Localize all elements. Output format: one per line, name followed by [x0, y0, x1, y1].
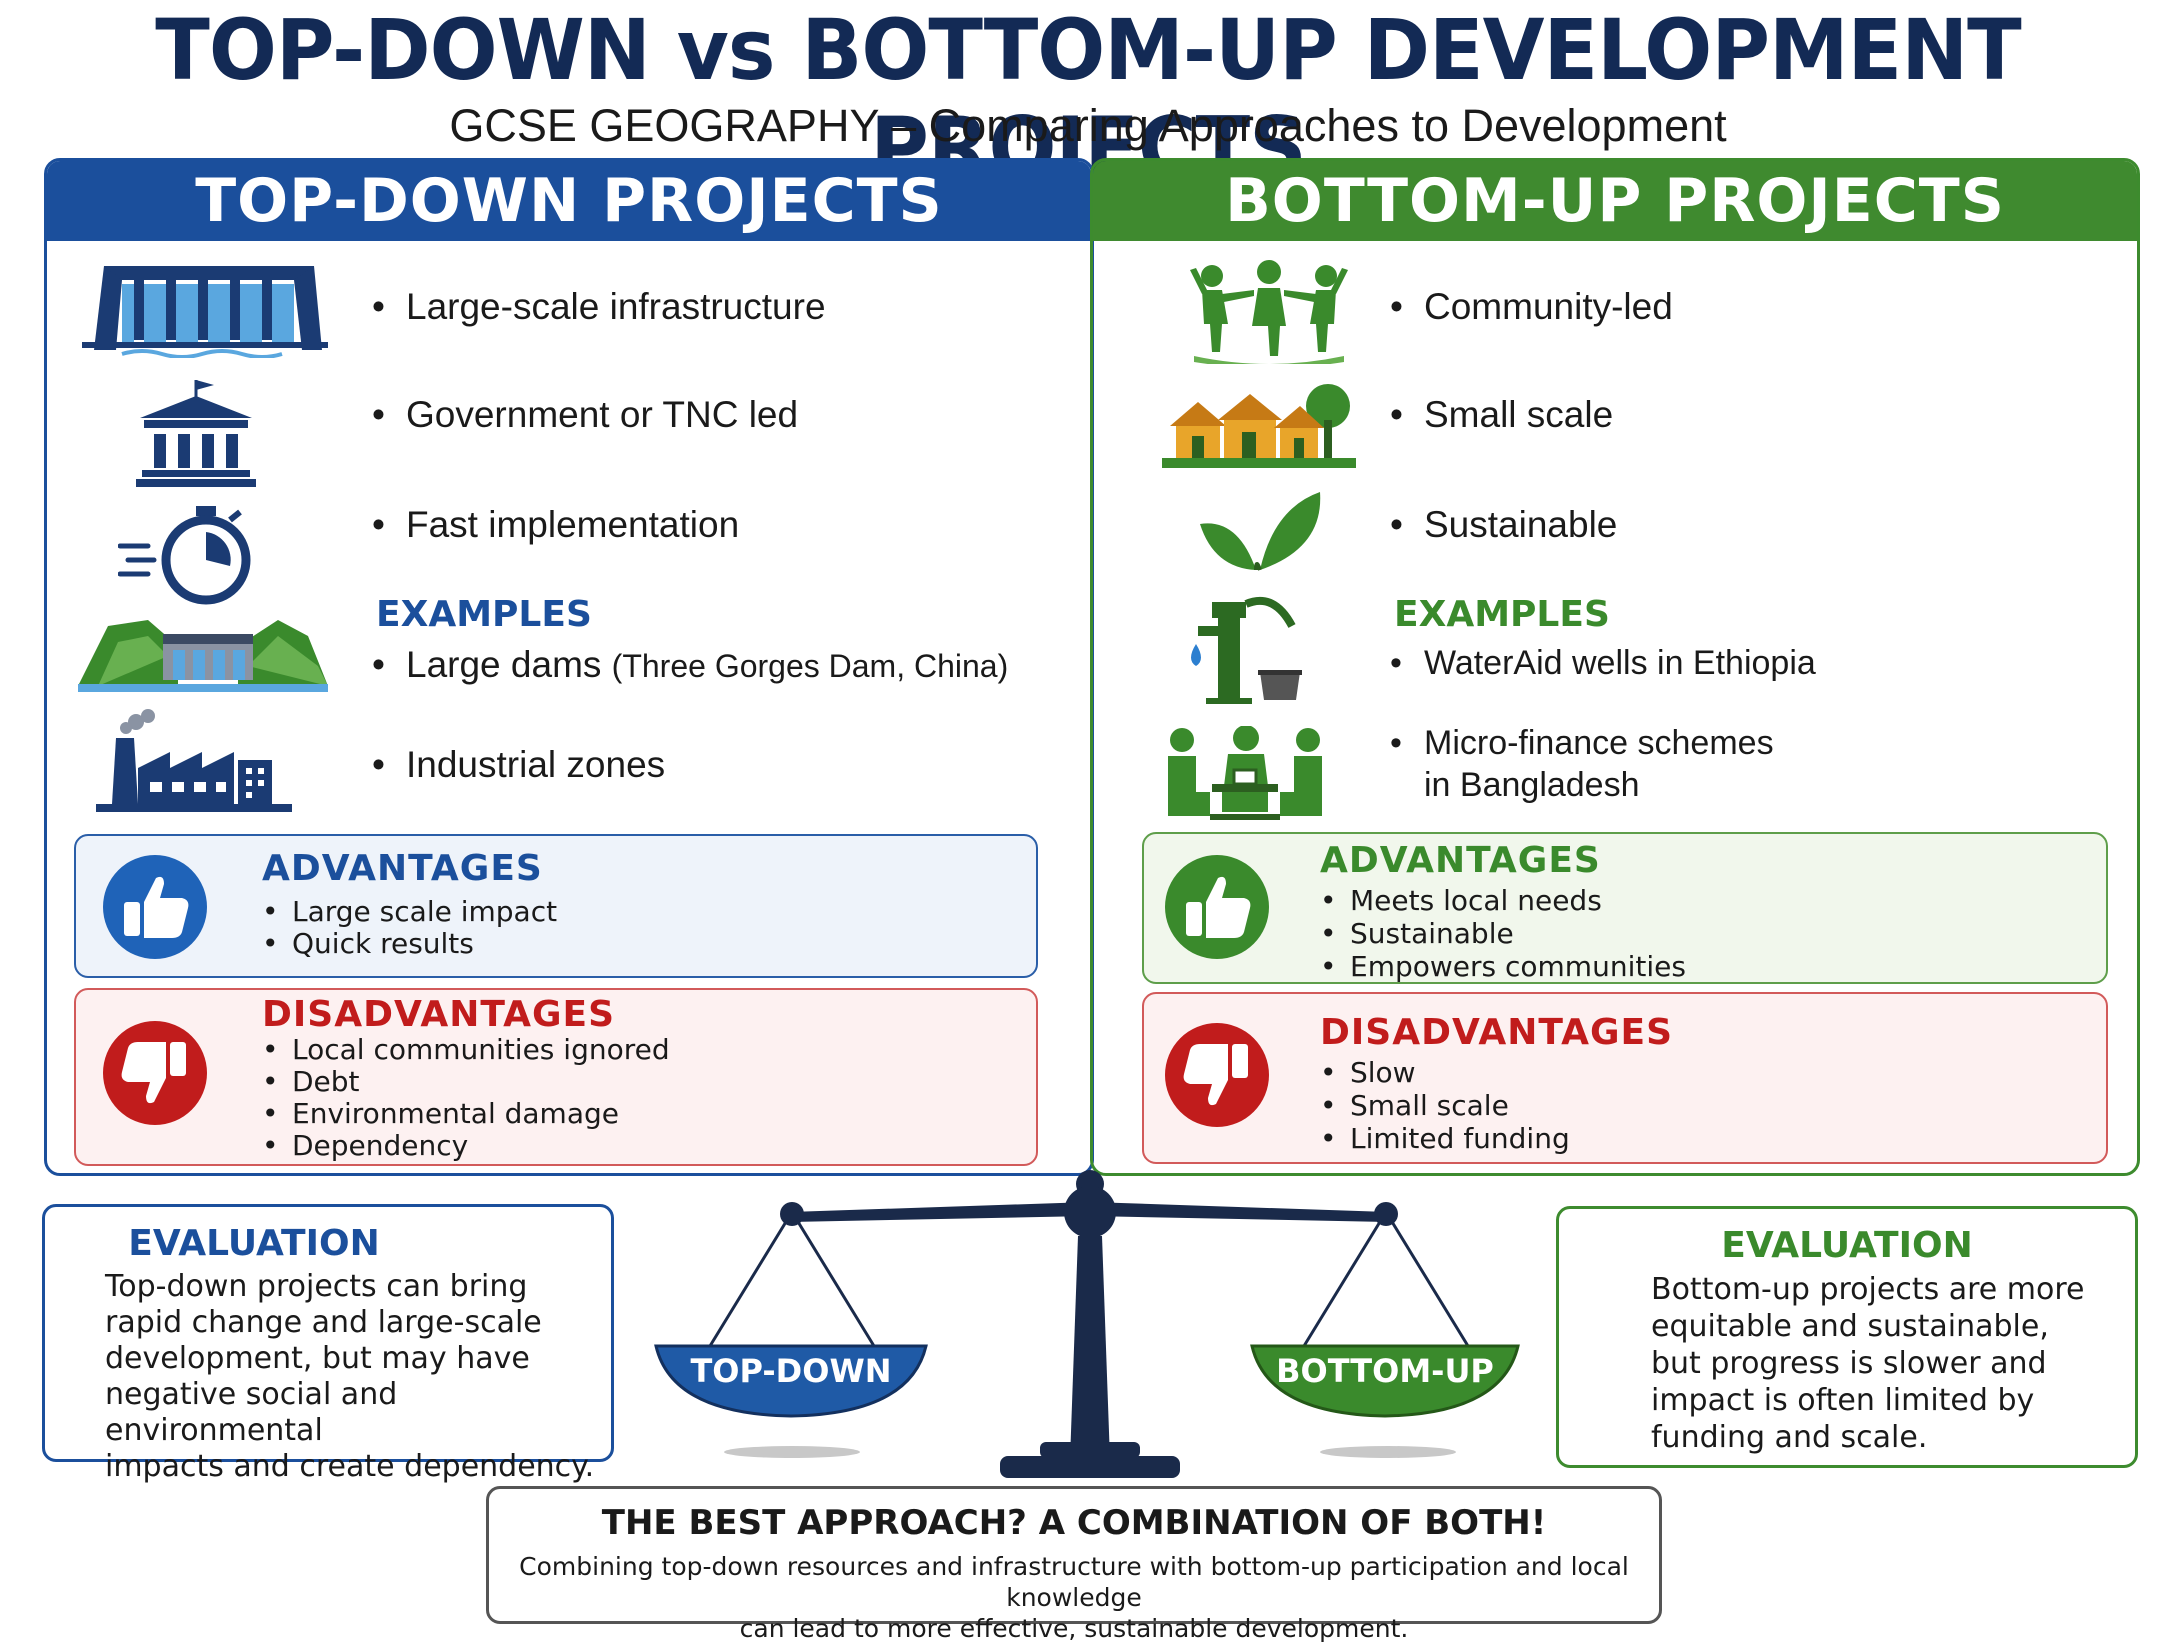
dam-landscape-icon	[78, 620, 328, 692]
top-down-heading: TOP-DOWN PROJECTS	[47, 161, 1091, 241]
top-down-advantages-title: ADVANTAGES	[262, 848, 543, 889]
top-down-feature-2: Government or TNC led	[372, 394, 798, 436]
list-item: Large scale impact	[262, 896, 557, 928]
bottom-up-evaluation-text: Bottom-up projects are more equitable an…	[1651, 1272, 2085, 1455]
leaf-sprout-icon	[1200, 492, 1321, 571]
top-down-disadvantages-list: Local communities ignored Debt Environme…	[262, 1034, 670, 1162]
bottom-up-example-2: Micro-finance schemes	[1390, 724, 1774, 763]
top-down-advantages-list: Large scale impact Quick results	[262, 896, 557, 960]
list-item: Slow	[1320, 1056, 1570, 1089]
bottom-up-feature-3: Sustainable	[1390, 504, 1617, 546]
list-item: Sustainable	[1320, 917, 1686, 950]
stopwatch-icon	[118, 506, 251, 605]
bottom-up-examples-title: EXAMPLES	[1394, 594, 1610, 635]
top-down-panel: TOP-DOWN PROJECTS	[44, 158, 1094, 1176]
bottom-up-example-1: WaterAid wells in Ethiopia	[1390, 644, 1816, 683]
thumbs-down-icon	[103, 1021, 207, 1125]
best-approach-title: THE BEST APPROACH? A COMBINATION OF BOTH…	[601, 1503, 1547, 1543]
government-building-icon	[136, 380, 256, 487]
top-down-advantages-box: ADVANTAGES Large scale impact Quick resu…	[74, 834, 1038, 978]
top-down-examples-title: EXAMPLES	[376, 594, 592, 635]
top-down-evaluation-box: EVALUATION Top-down projects can bring r…	[42, 1204, 614, 1484]
community-people-icon	[1190, 260, 1348, 364]
top-down-evaluation-title: EVALUATION	[128, 1223, 380, 1264]
bottom-up-evaluation-box: EVALUATION Bottom-up projects are more e…	[1556, 1206, 2138, 1468]
list-item: Empowers communities	[1320, 950, 1686, 983]
bottom-up-disadvantages-title: DISADVANTAGES	[1320, 1012, 1674, 1053]
water-pump-icon	[1191, 596, 1302, 704]
list-item: Debt	[262, 1066, 670, 1098]
top-down-example-1: Large dams (Three Gorges Dam, China)	[372, 644, 1008, 686]
top-down-feature-1: Large-scale infrastructure	[372, 286, 826, 328]
bottom-up-example-2-cont: in Bangladesh	[1424, 766, 1640, 804]
best-approach-box: THE BEST APPROACH? A COMBINATION OF BOTH…	[486, 1486, 1662, 1643]
scale-label-bottom-up: BOTTOM-UP	[1276, 1352, 1494, 1390]
bottom-up-advantages-box: ADVANTAGES Meets local needs Sustainable…	[1142, 832, 2108, 984]
bottom-up-advantages-list: Meets local needs Sustainable Empowers c…	[1320, 884, 1686, 983]
best-approach-text: Combining top-down resources and infrast…	[519, 1552, 1629, 1643]
bottom-up-evaluation-title: EVALUATION	[1721, 1225, 1973, 1266]
balance-scale-icon	[654, 1170, 1520, 1478]
scale-label-top-down: TOP-DOWN	[690, 1352, 892, 1390]
top-down-evaluation-text: Top-down projects can bring rapid change…	[105, 1269, 595, 1484]
top-down-disadvantages-box: DISADVANTAGES Local communities ignored …	[74, 988, 1038, 1166]
list-item: Meets local needs	[1320, 884, 1686, 917]
factory-icon	[96, 709, 292, 812]
micro-finance-meeting-icon	[1168, 726, 1322, 820]
top-down-disadvantages-title: DISADVANTAGES	[262, 994, 616, 1035]
bottom-up-feature-2: Small scale	[1390, 394, 1613, 436]
list-item: Dependency	[262, 1130, 670, 1162]
dam-icon	[82, 266, 328, 358]
list-item: Environmental damage	[262, 1098, 670, 1130]
thumbs-up-icon	[103, 855, 207, 959]
list-item: Small scale	[1320, 1089, 1570, 1122]
page-subtitle: GCSE GEOGRAPHY – Comparing Approaches to…	[449, 100, 1727, 151]
bottom-up-feature-1: Community-led	[1390, 286, 1673, 328]
village-houses-icon	[1162, 384, 1356, 468]
list-item: Local communities ignored	[262, 1034, 670, 1066]
list-item: Quick results	[262, 928, 557, 960]
thumbs-down-icon	[1165, 1023, 1269, 1127]
bottom-up-disadvantages-list: Slow Small scale Limited funding	[1320, 1056, 1570, 1155]
top-down-example-2: Industrial zones	[372, 744, 665, 786]
bottom-up-heading: BOTTOM-UP PROJECTS	[1093, 161, 2137, 241]
bottom-up-panel: BOTTOM-UP PROJECTS	[1090, 158, 2140, 1176]
list-item: Limited funding	[1320, 1122, 1570, 1155]
top-down-feature-3: Fast implementation	[372, 504, 739, 546]
bottom-up-disadvantages-box: DISADVANTAGES Slow Small scale Limited f…	[1142, 992, 2108, 1164]
thumbs-up-icon	[1165, 855, 1269, 959]
bottom-up-advantages-title: ADVANTAGES	[1320, 840, 1601, 881]
page-title: TOP-DOWN vs BOTTOM-UP DEVELOPMENT PROJEC…	[155, 1, 2021, 197]
